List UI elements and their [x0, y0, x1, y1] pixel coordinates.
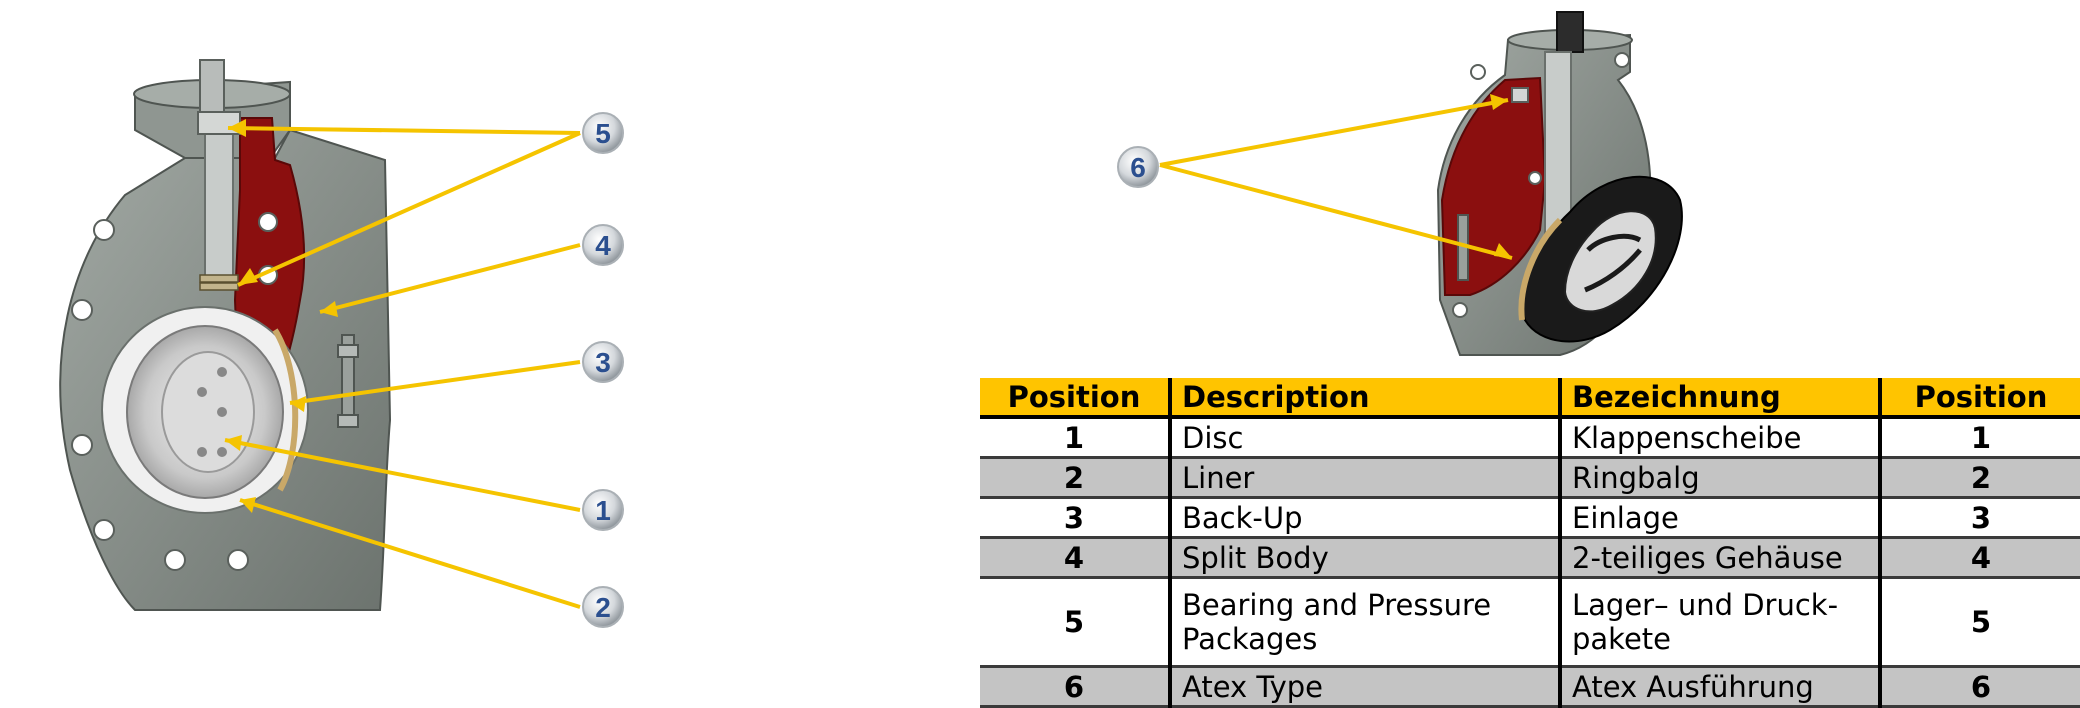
cell-position-right: 1 [1878, 417, 2080, 459]
cell-position: 2 [980, 457, 1170, 499]
cell-position-right: 6 [1878, 666, 2080, 708]
callout-number: 4 [595, 230, 611, 261]
table-row: 2 Liner Ringbalg 2 [980, 457, 2080, 499]
cell-position-right: 3 [1878, 497, 2080, 539]
cell-position: 6 [980, 666, 1170, 708]
table-header-row: Position Description Bezeichnung Positio… [980, 378, 2080, 419]
table-row: 6 Atex Type Atex Ausführung 6 [980, 666, 2080, 708]
main-valve-illustration [59, 59, 392, 611]
parts-table: Position Description Bezeichnung Positio… [980, 378, 2080, 708]
table-row: 1 Disc Klappenscheibe 1 [980, 417, 2080, 459]
cell-bezeichnung: Atex Ausführung [1558, 666, 1880, 708]
leader-lines [224, 98, 1513, 609]
secondary-back-up-edge [1518, 217, 1563, 321]
header-description: Description [1168, 378, 1560, 419]
callout-2: 2 [582, 586, 624, 628]
callout-3: 3 [582, 341, 624, 383]
cell-position: 3 [980, 497, 1170, 539]
secondary-shaft [1556, 11, 1584, 53]
cell-description: Split Body [1168, 537, 1560, 579]
cell-description: Back-Up [1168, 497, 1560, 539]
cell-position: 4 [980, 537, 1170, 579]
cell-bezeichnung: Ringbalg [1558, 457, 1880, 499]
cell-description: Disc [1168, 417, 1560, 459]
cell-position-right: 4 [1878, 537, 2080, 579]
callout-number: 5 [595, 118, 611, 149]
callout-number: 1 [595, 495, 611, 526]
cell-position-right: 2 [1878, 457, 2080, 499]
cell-position-right: 5 [1878, 577, 2080, 668]
callout-number: 6 [1130, 152, 1146, 183]
cell-description: Atex Type [1168, 666, 1560, 708]
callout-number: 3 [595, 347, 611, 378]
leader-arrowheads [225, 94, 1512, 513]
secondary-valve-illustration [1436, 11, 1683, 356]
header-position: Position [980, 378, 1170, 419]
cell-bezeichnung: Einlage [1558, 497, 1880, 539]
shaft-column [204, 129, 234, 286]
cell-position: 5 [980, 577, 1170, 668]
bolt-holes [71, 212, 278, 571]
cell-description: Bearing and Pressure Packages [1168, 577, 1560, 668]
cell-bezeichnung: Klappenscheibe [1558, 417, 1880, 459]
shaft [199, 59, 225, 113]
table-row: 4 Split Body 2-teiliges Gehäuse 4 [980, 537, 2080, 579]
header-position-right: Position [1878, 378, 2080, 419]
cell-description: Liner [1168, 457, 1560, 499]
cell-position: 1 [980, 417, 1170, 459]
callout-6: 6 [1117, 146, 1159, 188]
table-row: 5 Bearing and Pressure Packages Lager– u… [980, 577, 2080, 668]
cell-bezeichnung: Lager– und Druck-pakete [1558, 577, 1880, 668]
bearing-package [199, 274, 239, 291]
back-up-edge [272, 328, 299, 492]
cell-bezeichnung: 2-teiliges Gehäuse [1558, 537, 1880, 579]
callout-number: 2 [595, 592, 611, 623]
header-bezeichnung: Bezeichnung [1558, 378, 1880, 419]
callout-4: 4 [582, 224, 624, 266]
table-row: 3 Back-Up Einlage 3 [980, 497, 2080, 539]
callout-1: 1 [582, 489, 624, 531]
callout-5: 5 [582, 112, 624, 154]
